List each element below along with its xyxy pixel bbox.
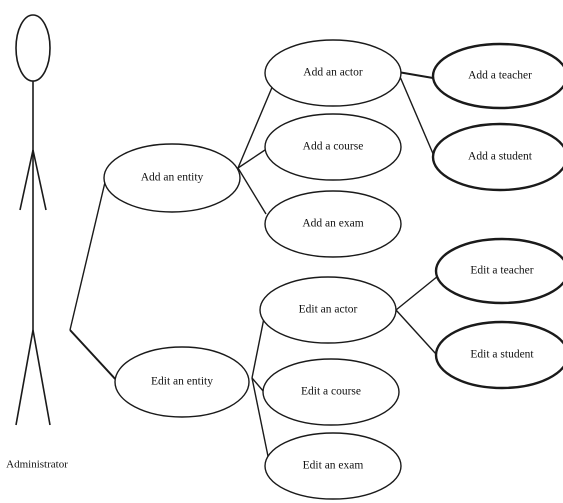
link-edit-actor-teacher: [395, 275, 439, 311]
actor-label: Administrator: [6, 459, 68, 471]
actor-head: [15, 14, 51, 82]
svg-text:Edit an entity: Edit an entity: [151, 376, 213, 388]
use-case-edit-course: Edit a course: [262, 358, 400, 426]
connectors: [69, 71, 439, 467]
actor-figure: [15, 14, 51, 426]
svg-text:Add an entity: Add an entity: [141, 172, 204, 184]
use-case-edit-teacher: Edit a teacher: [434, 237, 563, 305]
use-case-add-exam: Add an exam: [264, 190, 402, 258]
link-actor-add-entity: [69, 177, 107, 331]
use-case-add-course: Add a course: [264, 113, 402, 181]
svg-text:Add a course: Add a course: [303, 141, 364, 153]
use-case-add-entity: Add an entity: [103, 143, 241, 213]
svg-text:Add an actor: Add an actor: [303, 67, 363, 79]
svg-text:Add an exam: Add an exam: [302, 218, 363, 230]
link-actor-edit-entity: [69, 329, 119, 383]
link-add-entity-course: [237, 147, 269, 169]
actor-right-leg: [32, 329, 51, 426]
actor-left-arm: [19, 149, 34, 211]
svg-text:Edit an actor: Edit an actor: [299, 304, 358, 316]
use-case-edit-entity: Edit an entity: [114, 346, 250, 418]
link-add-actor-teacher: [397, 71, 434, 79]
link-edit-actor-student: [395, 309, 437, 355]
link-add-actor-student: [397, 71, 435, 157]
actor-left-leg: [15, 329, 34, 426]
use-case-add-student: Add a student: [431, 122, 563, 192]
use-case-edit-student: Edit a student: [434, 320, 563, 390]
link-add-entity-actor: [237, 77, 277, 169]
link-add-entity-exam: [237, 167, 267, 215]
link-edit-entity-exam: [251, 377, 271, 467]
actor-right-arm: [32, 149, 47, 211]
use-case-add-actor: Add an actor: [264, 39, 402, 107]
link-edit-entity-course: [251, 377, 265, 393]
svg-text:Add a teacher: Add a teacher: [468, 70, 532, 82]
svg-text:Edit an exam: Edit an exam: [303, 460, 364, 472]
svg-text:Edit a course: Edit a course: [301, 386, 361, 398]
svg-text:Edit a student: Edit a student: [470, 349, 534, 361]
svg-text:Edit a teacher: Edit a teacher: [470, 265, 533, 277]
use-case-edit-exam: Edit an exam: [264, 432, 402, 500]
use-case-edit-actor: Edit an actor: [259, 276, 397, 344]
svg-text:Add a student: Add a student: [468, 151, 533, 163]
use-case-add-teacher: Add a teacher: [431, 42, 563, 110]
